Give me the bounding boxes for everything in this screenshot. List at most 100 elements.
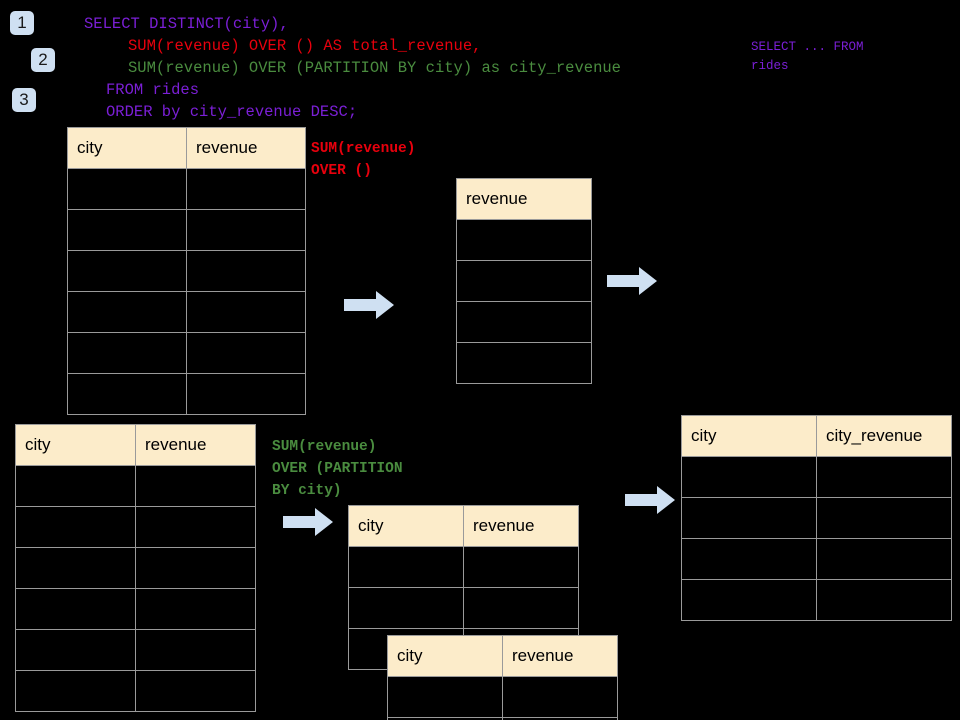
table-cell [816, 456, 952, 498]
table-cell [15, 588, 136, 630]
table-cell [135, 588, 256, 630]
table-row [67, 373, 306, 415]
table-cell [456, 219, 592, 261]
column-header-city: city [348, 505, 464, 547]
table-cell [387, 676, 503, 718]
partition-group-table-front: city revenue [387, 635, 618, 720]
table-cell [186, 332, 306, 374]
table-cell [186, 168, 306, 210]
sql-line-select-distinct: SELECT DISTINCT(city), [84, 15, 289, 33]
table-cell [15, 547, 136, 589]
table-cell [681, 497, 817, 539]
column-header-city: city [681, 415, 817, 457]
arrow-total-to-result [607, 267, 657, 295]
table-row [15, 629, 256, 671]
table-body [681, 456, 952, 621]
arrow-source-to-total [344, 291, 394, 319]
column-header-city: city [15, 424, 136, 466]
table-cell [502, 717, 618, 720]
table-cell [816, 538, 952, 580]
arrow-source-to-partition [283, 508, 333, 536]
table-row [15, 670, 256, 712]
annotation-sum-over-empty: SUM(revenue) OVER () [311, 141, 416, 179]
column-header-revenue: revenue [186, 127, 306, 169]
table-row [681, 579, 952, 621]
column-header-revenue: revenue [135, 424, 256, 466]
table-cell [186, 373, 306, 415]
table-row [681, 497, 952, 539]
table-cell [135, 670, 256, 712]
table-cell [456, 260, 592, 302]
table-cell [348, 546, 464, 588]
sql-line-from-rides: FROM rides [106, 81, 200, 99]
table-cell [186, 209, 306, 251]
table-cell [67, 250, 187, 292]
sql-line-sum-over-empty: SUM(revenue) OVER () AS total_revenue, [128, 37, 482, 55]
table-row [15, 506, 256, 548]
table-row [67, 250, 306, 292]
table-row [456, 342, 592, 384]
table-cell [456, 301, 592, 343]
table-row [456, 219, 592, 261]
table-cell [816, 497, 952, 539]
annotation-select-from-rides: SELECT ... FROM rides [751, 40, 864, 73]
table-header-row: city revenue [348, 505, 579, 547]
sql-line-order-by: ORDER by city_revenue DESC; [106, 103, 358, 121]
table-cell [67, 168, 187, 210]
rides-source-table-bottom: city revenue [15, 424, 256, 712]
table-row [456, 260, 592, 302]
table-cell [463, 546, 579, 588]
table-cell [681, 538, 817, 580]
table-row [348, 546, 579, 588]
table-header-row: city revenue [387, 635, 618, 677]
table-header-row: city revenue [67, 127, 306, 169]
table-cell [816, 579, 952, 621]
table-cell [348, 587, 464, 629]
column-header-city-revenue: city_revenue [816, 415, 952, 457]
table-body [387, 676, 618, 720]
table-row [67, 168, 306, 210]
table-cell [186, 291, 306, 333]
table-row [456, 301, 592, 343]
table-row [348, 587, 579, 629]
table-cell [135, 629, 256, 671]
table-row [15, 465, 256, 507]
table-cell [681, 579, 817, 621]
table-cell [67, 332, 187, 374]
column-header-revenue: revenue [463, 505, 579, 547]
step-badge-1: 1 [10, 11, 34, 35]
table-cell [502, 676, 618, 718]
table-cell [463, 587, 579, 629]
table-cell [67, 373, 187, 415]
column-header-city: city [387, 635, 503, 677]
table-row [67, 291, 306, 333]
table-row [681, 538, 952, 580]
final-result-table: city city_revenue [681, 415, 952, 621]
table-body [15, 465, 256, 712]
table-body [456, 219, 592, 384]
table-row [387, 717, 618, 720]
annotation-sum-over-partition: SUM(revenue) OVER (PARTITION BY city) [272, 439, 403, 499]
table-header-row: revenue [456, 178, 592, 220]
column-header-city: city [67, 127, 187, 169]
table-cell [135, 506, 256, 548]
table-row [15, 547, 256, 589]
step-badge-3: 3 [12, 88, 36, 112]
table-header-row: city city_revenue [681, 415, 952, 457]
table-cell [15, 506, 136, 548]
table-cell [186, 250, 306, 292]
table-cell [15, 670, 136, 712]
table-cell [135, 547, 256, 589]
table-cell [15, 629, 136, 671]
column-header-revenue: revenue [456, 178, 592, 220]
table-row [67, 332, 306, 374]
sql-line-sum-over-partition: SUM(revenue) OVER (PARTITION BY city) as… [128, 59, 621, 77]
rides-source-table: city revenue [67, 127, 306, 415]
table-row [15, 588, 256, 630]
table-cell [15, 465, 136, 507]
table-row [387, 676, 618, 718]
step-badge-2: 2 [31, 48, 55, 72]
arrow-partition-to-result [625, 486, 675, 514]
column-header-revenue: revenue [502, 635, 618, 677]
